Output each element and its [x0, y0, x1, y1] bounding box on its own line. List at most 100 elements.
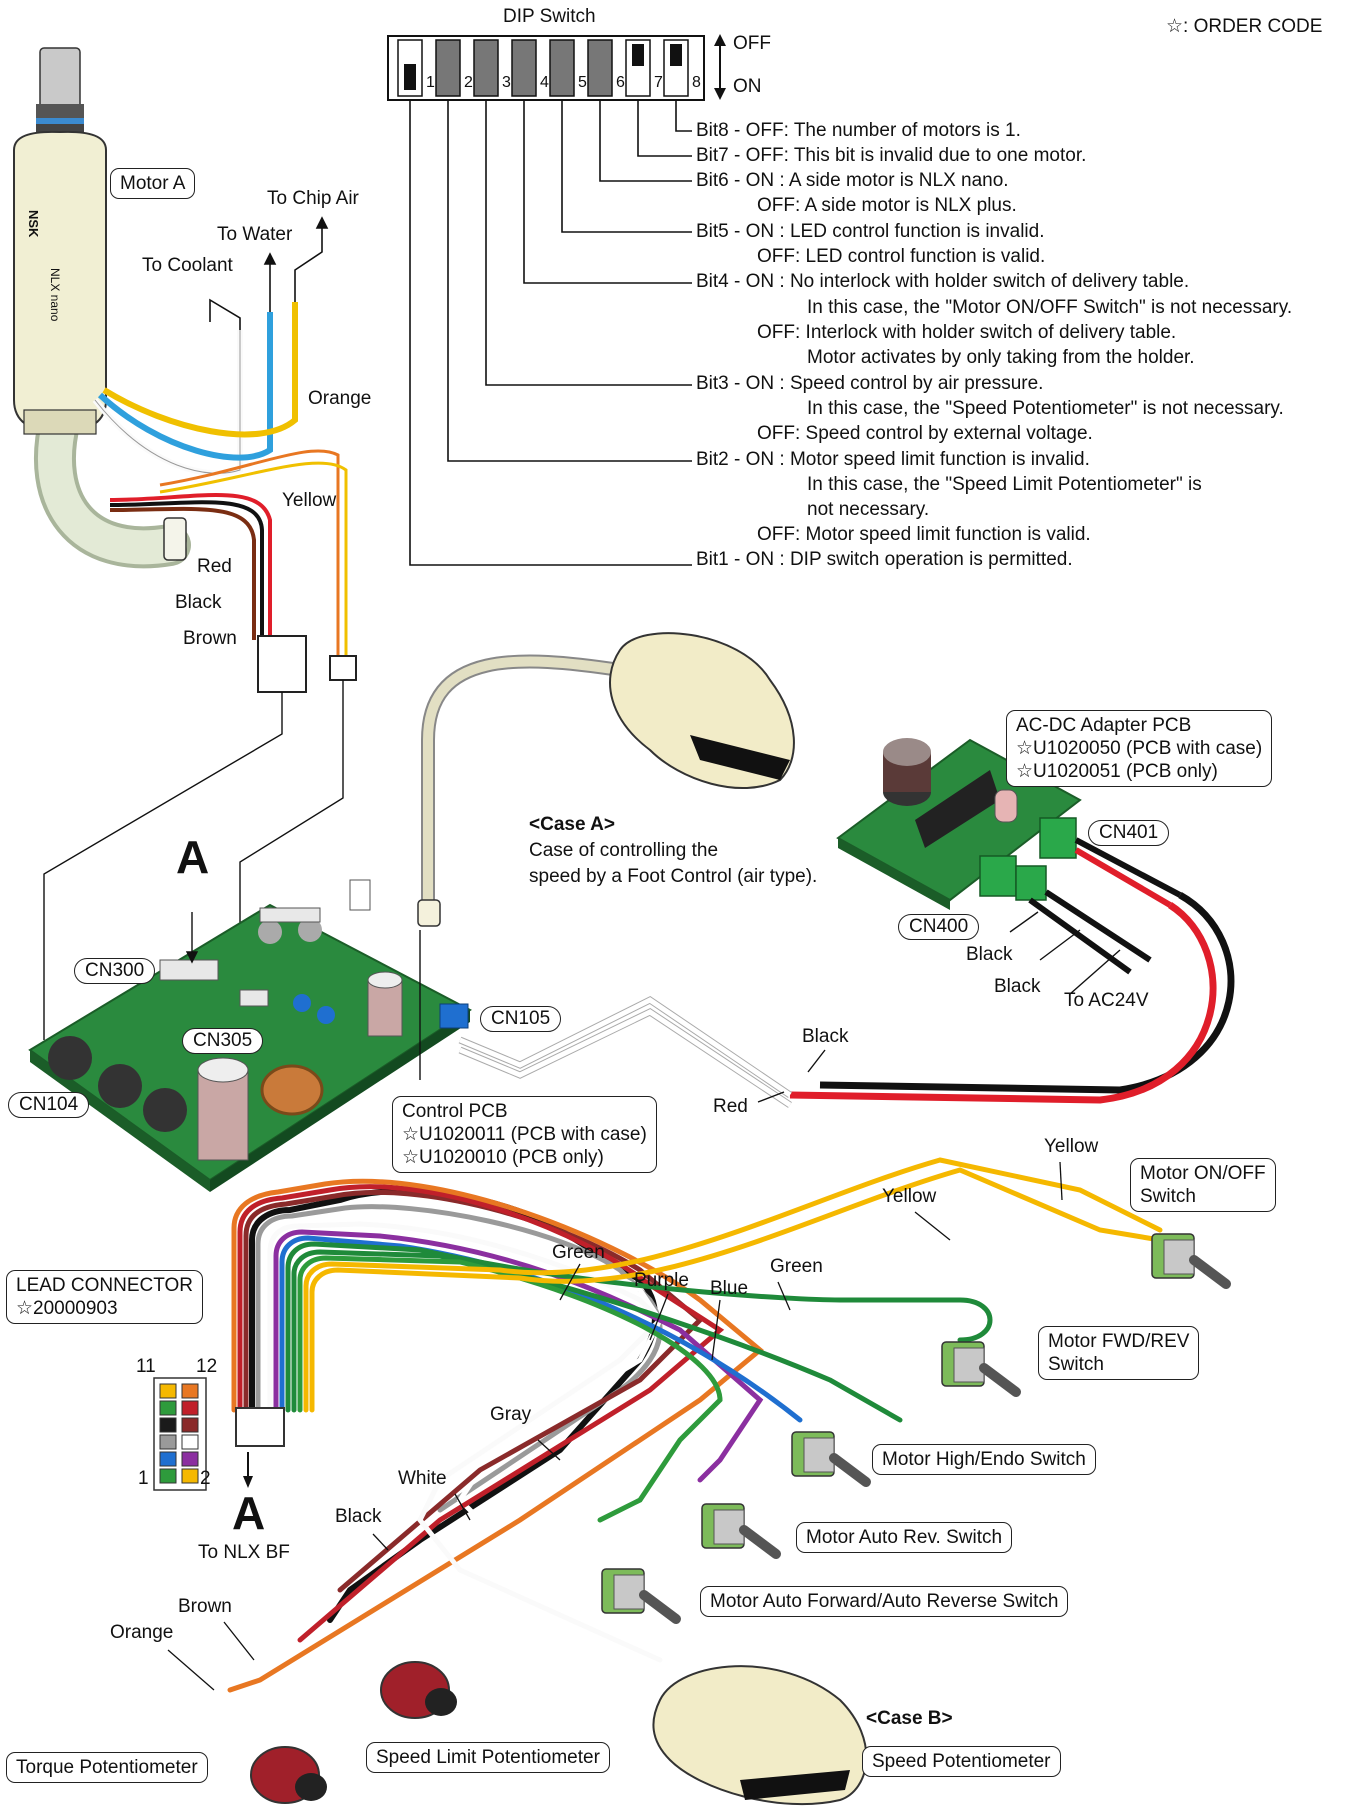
- bit-line-6: Bit4 - ON : No interlock with holder swi…: [696, 271, 1190, 292]
- on-off-line-2: Switch: [1140, 1186, 1196, 1207]
- pin-cell-5: [181, 1417, 199, 1433]
- pin-cell-1: [181, 1383, 199, 1399]
- case-a-line2: speed by a Foot Control (air type).: [529, 866, 818, 887]
- order-code-legend: ☆: ORDER CODE: [1166, 16, 1323, 37]
- bit-line-2: Bit6 - ON : A side motor is NLX nano.: [696, 170, 1009, 191]
- yellow-wire-label-1: Yellow: [1044, 1136, 1099, 1157]
- bit-line-9: Motor activates by only taking from the …: [807, 347, 1195, 368]
- fwd-rev-line-1: Motor FWD/REV: [1048, 1331, 1190, 1352]
- pin-1-label: 1: [138, 1468, 149, 1489]
- lead-connector-plug: [235, 1407, 285, 1447]
- dip-number-5: 5: [578, 74, 587, 91]
- to-coolant-label: To Coolant: [142, 255, 233, 276]
- bit-line-4: Bit5 - ON : LED control function is inva…: [696, 221, 1045, 242]
- dip-on-label: ON: [733, 76, 762, 97]
- lead-pin-grid: [153, 1377, 207, 1491]
- bit-line-0: Bit8 - OFF: The number of motors is 1.: [696, 120, 1021, 141]
- motor-a-label: Motor A: [110, 168, 196, 199]
- control-pcb-label: Control PCB ☆U1020011 (PCB with case) ☆U…: [392, 1096, 657, 1173]
- adapter-code-2: ☆U1020051 (PCB only): [1016, 761, 1218, 782]
- dip-number-6: 6: [616, 74, 625, 91]
- fwd-rev-line-2: Switch: [1048, 1354, 1104, 1375]
- to-water-label: To Water: [217, 224, 293, 245]
- black-harness-wire-label: Black: [335, 1506, 382, 1527]
- lead-arrow: [243, 1452, 253, 1488]
- to-chip-air-label: To Chip Air: [267, 188, 359, 209]
- dip-number-7: 7: [654, 74, 663, 91]
- bit-line-8: OFF: Interlock with holder switch of del…: [757, 322, 1177, 343]
- case-a-title: <Case A>: [529, 814, 615, 835]
- bit-line-13: Bit2 - ON : Motor speed limit function i…: [696, 449, 1090, 470]
- lead-connector-label: LEAD CONNECTOR ☆20000903: [6, 1270, 204, 1324]
- pin-cell-6: [159, 1434, 177, 1450]
- cn401-label: CN401: [1088, 820, 1170, 846]
- adapter-code-1: ☆U1020050 (PCB with case): [1016, 738, 1263, 759]
- adapter-title: AC-DC Adapter PCB: [1016, 715, 1192, 736]
- motor-connector-4pin: [257, 635, 307, 693]
- red-black-leaders: [757, 1049, 826, 1103]
- tube-pointers: [209, 216, 329, 330]
- pin-cell-11: [181, 1468, 199, 1484]
- brown-harness-wire-label: Brown: [178, 1596, 232, 1617]
- bit-line-15: not necessary.: [807, 499, 930, 520]
- yellow-wire-label-2: Yellow: [882, 1186, 937, 1207]
- cn105-black-wire-label: Black: [802, 1026, 849, 1047]
- dip-off-label: OFF: [733, 33, 771, 54]
- bit-leader-lines: [409, 100, 692, 566]
- dip-number-4: 4: [540, 74, 549, 91]
- motor-wires: [109, 449, 348, 660]
- pin-cell-9: [181, 1451, 199, 1467]
- bit-line-16: OFF: Motor speed limit function is valid…: [757, 524, 1091, 545]
- red-wire-label: Red: [197, 556, 232, 577]
- bit-line-14: In this case, the "Speed Limit Potentiom…: [807, 474, 1202, 495]
- motor-brand: NSK: [26, 210, 41, 238]
- motor-fwd-rev-switch-label: Motor FWD/REV Switch: [1038, 1326, 1200, 1380]
- torque-potentiometer-label: Torque Potentiometer: [6, 1752, 208, 1783]
- adapter-wires: [789, 837, 1235, 1104]
- cn305-label: CN305: [182, 1028, 264, 1054]
- blue-wire-label: Blue: [710, 1278, 749, 1299]
- cn104-label: CN104: [8, 1092, 90, 1118]
- on-off-line-1: Motor ON/OFF: [1140, 1163, 1266, 1184]
- bit-line-17: Bit1 - ON : DIP switch operation is perm…: [696, 549, 1073, 570]
- foot-control-b: [652, 1665, 868, 1806]
- cn400-label: CN400: [898, 914, 980, 940]
- black-wire-label: Black: [175, 592, 222, 613]
- green-wire-label-1: Green: [552, 1242, 605, 1263]
- bit-line-5: OFF: LED control function is valid.: [757, 246, 1046, 267]
- motor-a: [13, 47, 191, 569]
- dip-number-3: 3: [502, 74, 511, 91]
- motor-high-endo-switch-label: Motor High/Endo Switch: [872, 1444, 1096, 1475]
- dip-number-2: 2: [464, 74, 473, 91]
- motor-tubes: [92, 302, 298, 477]
- switch-icons: [601, 1233, 1231, 1624]
- foot-control-a: [417, 632, 795, 927]
- speed-potentiometer-label: Speed Potentiometer: [862, 1746, 1061, 1777]
- cn105-wire-pair: [458, 995, 792, 1108]
- lead-title: LEAD CONNECTOR: [16, 1275, 194, 1296]
- cn105-label: CN105: [480, 1006, 562, 1032]
- adapter-leaders: [1009, 911, 1121, 995]
- marker-a-pcb: A: [176, 831, 210, 883]
- motor-auto-fwd-rev-switch-label: Motor Auto Forward/Auto Reverse Switch: [700, 1586, 1069, 1617]
- orange-harness-wire-label: Orange: [110, 1622, 174, 1643]
- pin-cell-7: [181, 1434, 199, 1450]
- orange-wire-label: Orange: [308, 388, 372, 409]
- cn300-label: CN300: [74, 958, 156, 984]
- pin-cell-10: [159, 1468, 177, 1484]
- marker-a-lead: A: [232, 1487, 266, 1539]
- to-nlx-bf-label: To NLX BF: [198, 1542, 290, 1563]
- adapter-pcb-label: AC-DC Adapter PCB ☆U1020050 (PCB with ca…: [1006, 710, 1273, 787]
- adapter-black-2: Black: [994, 976, 1041, 997]
- potentiometer-icons: [250, 1661, 457, 1804]
- case-b-title: <Case B>: [866, 1708, 953, 1729]
- dip-title: DIP Switch: [503, 6, 596, 27]
- bit-line-1: Bit7 - OFF: This bit is invalid due to o…: [696, 145, 1087, 166]
- pin-cell-2: [159, 1400, 177, 1416]
- gray-wire-label: Gray: [490, 1404, 532, 1425]
- lead-code: ☆20000903: [16, 1298, 118, 1319]
- adapter-black-1: Black: [966, 944, 1013, 965]
- speed-limit-potentiometer-label: Speed Limit Potentiometer: [366, 1742, 610, 1773]
- bit-line-10: Bit3 - ON : Speed control by air pressur…: [696, 373, 1044, 394]
